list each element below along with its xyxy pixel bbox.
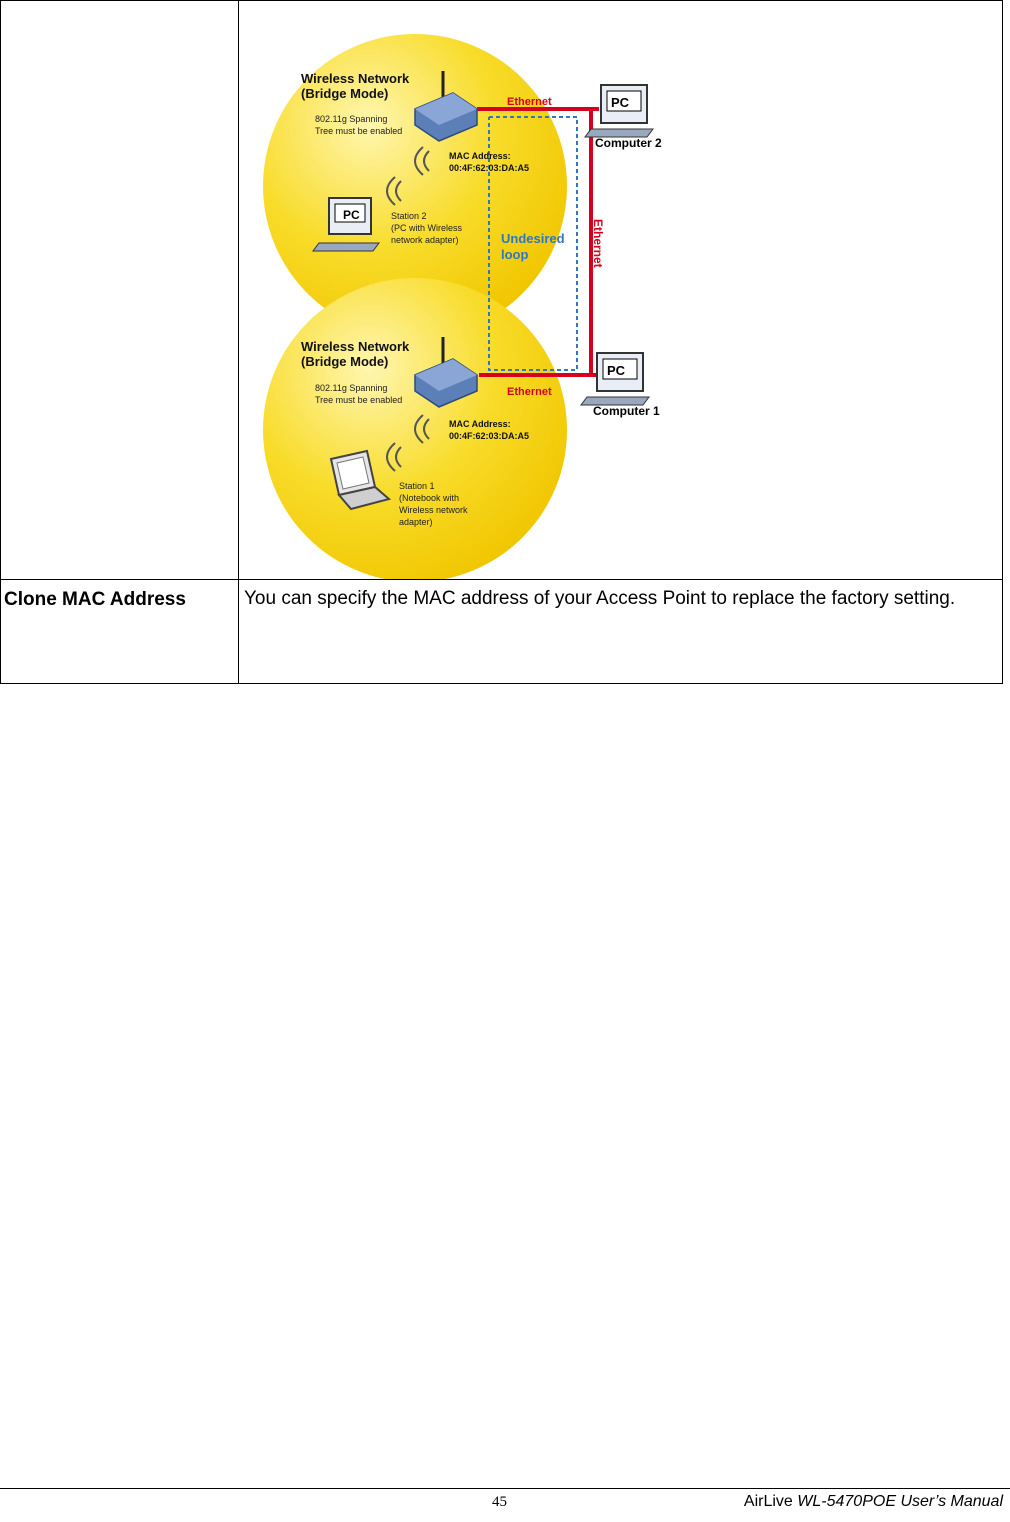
setting-row: Clone MAC Address You can specify the MA… — [0, 579, 1003, 684]
computer-2-icon — [584, 84, 654, 138]
empty-label-cell — [0, 0, 239, 580]
computer-1-icon — [580, 352, 650, 406]
setting-description: You can specify the MAC address of your … — [238, 579, 1003, 684]
station-1-label-1: Station 1 — [399, 481, 435, 491]
undesired-loop-line — [488, 116, 578, 371]
top-mac-label: MAC Address: — [449, 151, 511, 161]
bottom-network-note-2: Tree must be enabled — [315, 395, 402, 405]
top-network-note-1: 802.11g Spanning — [315, 114, 387, 124]
diagram-row: PC PC Computer 2 — [0, 0, 1003, 582]
ethernet-bottom-label: Ethernet — [507, 386, 552, 398]
station-2-label-3: network adapter) — [391, 235, 459, 245]
bottom-mac-label: MAC Address: — [449, 419, 511, 429]
station-2-pc-icon — [312, 197, 380, 252]
page-number: 45 — [492, 1494, 507, 1510]
bottom-mac-value: 00:4F:62:03:DA:A5 — [449, 431, 529, 441]
computer-1-label: Computer 1 — [593, 404, 660, 418]
ethernet-top-label: Ethernet — [507, 96, 552, 108]
computer-2-badge: PC — [611, 95, 630, 110]
top-network-title-1: Wireless Network — [301, 71, 410, 86]
station-1-label-4: adapter) — [399, 517, 433, 527]
station-2-pc-badge: PC — [343, 208, 360, 222]
station-1-label-3: Wireless network — [399, 505, 468, 515]
bridge-loop-diagram: PC PC Computer 2 — [239, 1, 1002, 582]
station-2-label-1: Station 2 — [391, 211, 427, 221]
top-mac-value: 00:4F:62:03:DA:A5 — [449, 163, 529, 173]
bottom-network-note-1: 802.11g Spanning — [315, 383, 387, 393]
ethernet-top-line — [477, 107, 593, 377]
footer-brand: AirLive — [743, 1493, 798, 1510]
undesired-loop-label-2: loop — [501, 247, 528, 262]
router-bottom-icon — [414, 337, 478, 408]
router-top-icon — [414, 71, 478, 142]
bottom-network-title-2: (Bridge Mode) — [301, 354, 388, 369]
footer-divider — [0, 1488, 1010, 1489]
bottom-network-title-1: Wireless Network — [301, 339, 410, 354]
top-network-note-2: Tree must be enabled — [315, 126, 402, 136]
computer-1-badge: PC — [607, 363, 626, 378]
wireless-waves-bottom-icon — [386, 414, 430, 472]
station-1-label-2: (Notebook with — [399, 493, 459, 503]
wireless-waves-top-icon — [386, 146, 430, 206]
top-network-title-2: (Bridge Mode) — [301, 86, 388, 101]
footer-title: AirLive WL-5470POE User’s Manual — [744, 1493, 1003, 1511]
network-diagram-svg: PC PC Computer 2 — [263, 34, 662, 582]
undesired-loop-label-1: Undesired — [501, 231, 565, 246]
setting-label: Clone MAC Address — [0, 579, 239, 684]
ethernet-vertical-label: Ethernet — [591, 219, 605, 268]
computer-2-label: Computer 2 — [595, 136, 662, 150]
footer-model: WL-5470POE User’s Manual — [797, 1493, 1003, 1510]
station-2-label-2: (PC with Wireless — [391, 223, 463, 233]
station-1-notebook-icon — [329, 449, 392, 511]
diagram-cell: PC PC Computer 2 — [238, 0, 1003, 582]
settings-table: PC PC Computer 2 — [0, 0, 1003, 684]
